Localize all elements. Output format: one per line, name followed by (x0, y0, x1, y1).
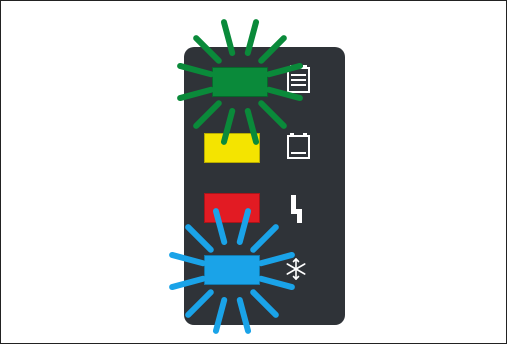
led-green (212, 67, 268, 97)
led-blue (204, 255, 260, 285)
charger-indicator-panel (184, 47, 345, 325)
snowflake-icon (284, 257, 308, 286)
led-yellow (204, 133, 260, 163)
battery-charged-icon (286, 65, 312, 98)
lightning-fault-icon (288, 195, 306, 228)
battery-icon (286, 133, 312, 166)
led-red (204, 193, 260, 223)
